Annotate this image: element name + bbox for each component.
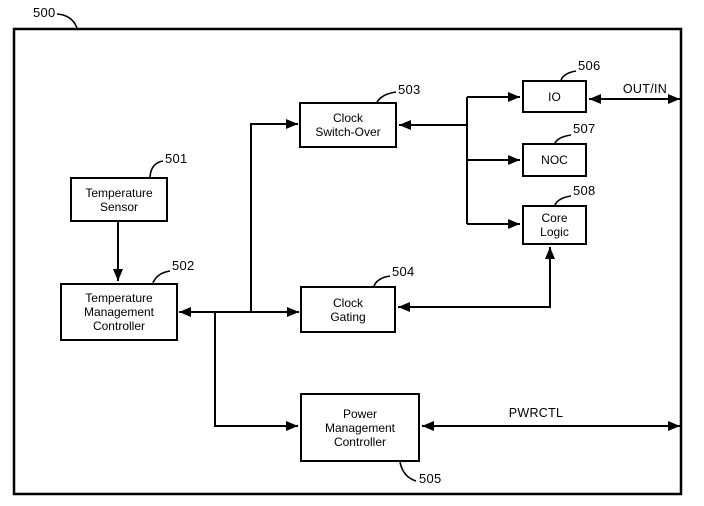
ref-label-508: 508 xyxy=(573,183,596,198)
box-temperature-sensor: Temperature Sensor xyxy=(70,177,168,222)
box-temperature-management-controller: Temperature Management Controller xyxy=(60,283,178,341)
lead-line-504 xyxy=(373,275,391,287)
lead-line-501 xyxy=(149,160,164,178)
box-io: IO xyxy=(522,80,587,113)
lead-line-508 xyxy=(554,195,572,206)
wire-bus-to-power-controller xyxy=(214,311,298,431)
lead-line-502 xyxy=(152,270,171,284)
signal-label-pwrctl: PWRCTL xyxy=(508,406,564,420)
wire-bus-to-clock-switch-over xyxy=(250,119,298,311)
box-label: Power Management Controller xyxy=(324,406,396,449)
ref-label-504: 504 xyxy=(392,264,415,279)
box-label: Core Logic xyxy=(540,211,569,239)
box-label: Clock Switch-Over xyxy=(315,111,381,139)
ref-label-507: 507 xyxy=(573,121,596,136)
ref-label-503: 503 xyxy=(398,82,421,97)
box-label: NOC xyxy=(541,153,568,167)
box-noc: NOC xyxy=(522,143,587,177)
box-label: Temperature Sensor xyxy=(85,185,153,214)
ref-label-505: 505 xyxy=(419,471,442,486)
lead-line-500 xyxy=(56,13,78,29)
box-clock-gating: Clock Gating xyxy=(300,286,396,333)
box-label: IO xyxy=(548,89,561,104)
ref-label-506: 506 xyxy=(578,58,601,73)
box-label: Temperature Management Controller xyxy=(83,291,155,333)
lead-line-507 xyxy=(554,134,572,144)
chip-boundary xyxy=(12,27,683,496)
box-label: Clock Gating xyxy=(330,295,366,324)
signal-label-out-in: OUT/IN xyxy=(622,82,668,96)
lead-line-506 xyxy=(560,70,577,81)
wire-clock-gating-core-logic xyxy=(398,247,555,312)
lead-line-505 xyxy=(399,461,417,482)
box-power-management-controller: Power Management Controller xyxy=(300,393,420,462)
box-clock-switch-over: Clock Switch-Over xyxy=(299,102,397,148)
lead-line-503 xyxy=(376,91,397,103)
ref-label-501: 501 xyxy=(165,151,188,166)
ref-label-502: 502 xyxy=(172,258,195,273)
box-core-logic: Core Logic xyxy=(522,205,587,245)
ref-label-500: 500 xyxy=(33,5,56,20)
